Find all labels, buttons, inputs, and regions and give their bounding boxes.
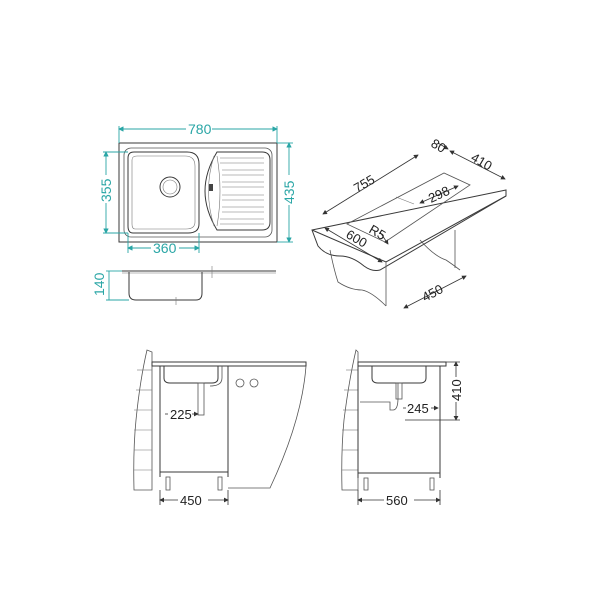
- drain-icon: [159, 176, 181, 198]
- front-installation-view: 225 450: [133, 349, 307, 508]
- dim-bowl-width-360: 360: [153, 240, 177, 256]
- dim-width-410: 410: [469, 150, 495, 174]
- dim-height-410: 410: [449, 379, 464, 401]
- dim-cabinet-depth-560: 560: [386, 493, 408, 508]
- drainer-board: [204, 151, 271, 231]
- top-view: 780 355 435 360: [98, 121, 297, 256]
- dim-cabinet-450: 450: [419, 281, 445, 304]
- dim-width-780: 780: [188, 121, 212, 137]
- side-installation-view: 245 410 560: [341, 349, 464, 508]
- dim-edge-80: 80: [429, 136, 449, 156]
- dim-depth-140: 140: [91, 272, 107, 296]
- dim-overall-height-435: 435: [281, 180, 297, 204]
- dim-drain-offset-225: 225: [170, 407, 192, 422]
- dim-length-755: 755: [351, 172, 377, 196]
- dim-cabinet-width-450: 450: [180, 493, 202, 508]
- dim-counter-depth-600: 600: [344, 227, 370, 251]
- dim-bowl-height-355: 355: [98, 178, 114, 202]
- side-profile-view: 140: [91, 266, 276, 305]
- bowl-outline: [127, 151, 200, 234]
- isometric-cutout-view: 755 80 410 298 R5 600 450: [311, 136, 507, 309]
- dim-side-drain-245: 245: [407, 401, 429, 416]
